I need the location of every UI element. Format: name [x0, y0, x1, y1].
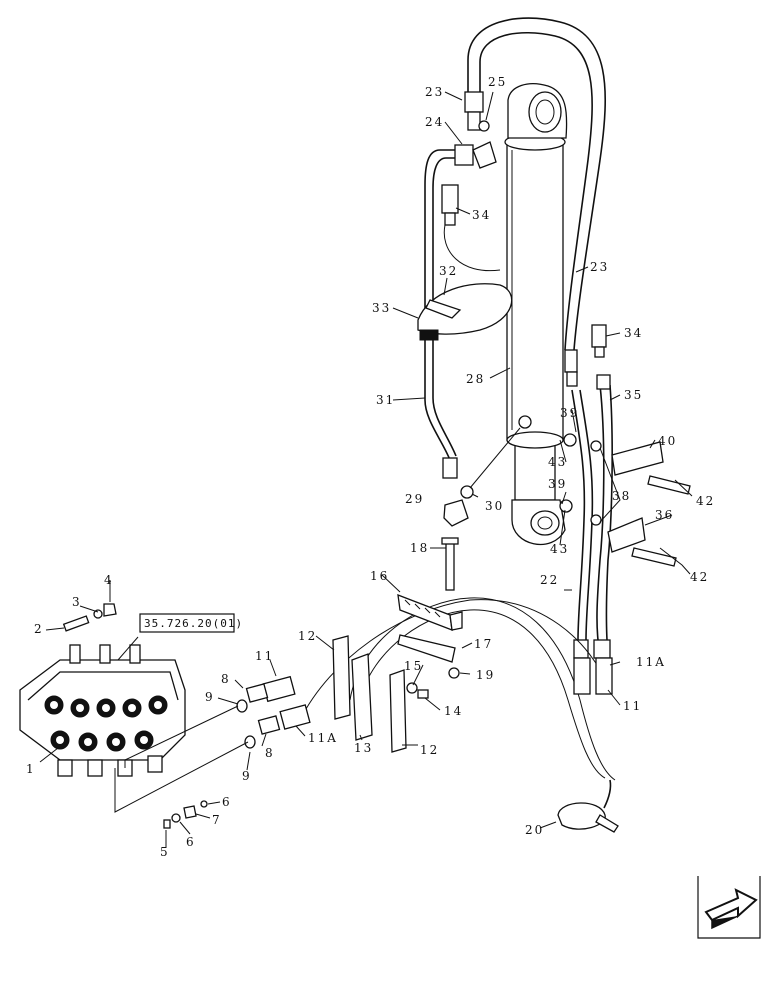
- callout-5: 5: [160, 845, 170, 859]
- callout-12-right: 12: [420, 743, 439, 757]
- callout-33: 33: [372, 301, 391, 315]
- callout-8-bottom: 8: [265, 746, 275, 760]
- callout-43-top: 43: [548, 455, 567, 469]
- callout-12-left: 12: [298, 629, 317, 643]
- callout-34-left: 34: [472, 208, 491, 222]
- fittings-8-9-11: [236, 675, 311, 749]
- callout-16: 16: [370, 569, 389, 583]
- callout-8-top: 8: [221, 672, 231, 686]
- callout-1: 1: [26, 762, 36, 776]
- callout-35: 35: [624, 388, 643, 402]
- callout-32: 32: [439, 264, 458, 278]
- callout-42-top: 42: [696, 494, 715, 508]
- callout-23-right: 23: [590, 260, 609, 274]
- bolts-left: [62, 603, 208, 829]
- callout-3: 3: [72, 595, 82, 609]
- tube-31-assembly: [417, 120, 513, 479]
- callout-22: 22: [540, 573, 559, 587]
- callout-7: 7: [212, 813, 222, 827]
- reference-box[interactable]: 35.726.20(01): [139, 613, 243, 633]
- callout-42-bottom: 42: [690, 570, 709, 584]
- hose-35: [591, 324, 613, 659]
- callout-23-top: 23: [425, 85, 444, 99]
- callout-4: 4: [104, 573, 114, 587]
- callout-11-left: 11: [255, 649, 274, 663]
- callout-29: 29: [405, 492, 424, 506]
- callout-43-bottom: 43: [550, 542, 569, 556]
- callout-36: 36: [655, 508, 674, 522]
- callout-labels: 23 25 24 34 32 33 31 23 34 28 35 39 40 4…: [26, 75, 715, 859]
- callout-17: 17: [474, 637, 493, 651]
- callout-6-top: 6: [222, 795, 232, 809]
- leader-lines: [39, 91, 693, 848]
- tie-strap-20: [557, 802, 619, 833]
- next-page-arrow-icon[interactable]: [697, 876, 761, 939]
- cylinder-28: [504, 83, 568, 546]
- hose-23: [464, 17, 606, 387]
- callout-25: 25: [488, 75, 507, 89]
- callout-11-right: 11: [623, 699, 642, 713]
- lower-hoses: [299, 597, 616, 809]
- callout-11A-right: 11A: [636, 655, 666, 669]
- callout-38: 38: [612, 489, 631, 503]
- callout-40: 40: [658, 434, 677, 448]
- callout-24: 24: [425, 115, 444, 129]
- callout-18: 18: [410, 541, 429, 555]
- callout-39-top: 39: [560, 406, 579, 420]
- clamp-block-16: [397, 537, 463, 679]
- control-valve-1: [19, 644, 249, 813]
- callout-6-bottom: 6: [186, 835, 196, 849]
- reference-code[interactable]: 35.726.20(01): [144, 617, 243, 630]
- hose-22: [571, 389, 594, 659]
- callout-39-bottom: 39: [548, 477, 567, 491]
- callout-13: 13: [354, 741, 373, 755]
- callout-9-bottom: 9: [242, 769, 252, 783]
- clamp-plates: [559, 433, 691, 567]
- callout-11A-left: 11A: [308, 731, 338, 745]
- callout-30: 30: [485, 499, 504, 513]
- callout-9-top: 9: [205, 690, 215, 704]
- callout-31: 31: [376, 393, 395, 407]
- clamp-blocks-12-13: [332, 635, 429, 753]
- callout-28: 28: [466, 372, 485, 386]
- callout-34-right: 34: [624, 326, 643, 340]
- callout-19: 19: [476, 668, 495, 682]
- callout-20: 20: [525, 823, 544, 837]
- callout-2: 2: [34, 622, 44, 636]
- callout-15: 15: [404, 659, 423, 673]
- callout-14: 14: [444, 704, 463, 718]
- fitting-29-30: [443, 427, 521, 527]
